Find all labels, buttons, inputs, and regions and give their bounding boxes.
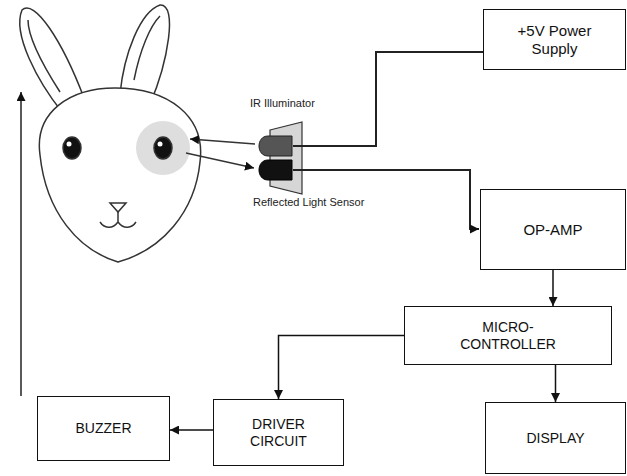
eye-highlight	[136, 121, 190, 175]
power-supply-box: +5V Power Supply	[483, 9, 626, 70]
box-label: MICRO- CONTROLLER	[446, 319, 571, 353]
microcontroller-box: MICRO- CONTROLLER	[404, 306, 612, 365]
ir-led	[259, 136, 292, 156]
rabbit-mouth	[100, 212, 136, 227]
reflected-ray	[186, 153, 254, 168]
box-label: BUZZER	[76, 420, 132, 437]
buzzer-box: BUZZER	[37, 396, 170, 461]
signal-arrow	[555, 365, 557, 402]
driver-circuit-box: DRIVER CIRCUIT	[213, 399, 344, 466]
eye-glint	[158, 142, 163, 147]
rabbit-eye	[63, 137, 81, 159]
eye-glint	[67, 142, 72, 147]
box-label: OP-AMP	[523, 221, 582, 239]
part-label: IR Illuminator	[250, 97, 315, 109]
rabbit-head	[20, 5, 201, 262]
rabbit-ear-inner	[134, 16, 160, 80]
sensor-unit	[259, 122, 302, 194]
signal-arrow	[552, 270, 554, 306]
op-amp-box: OP-AMP	[480, 189, 626, 270]
feedback-arrow	[20, 92, 22, 396]
box-label: DRIVER CIRCUIT	[234, 416, 324, 450]
rabbit-eye	[154, 137, 172, 159]
display-box: DISPLAY	[485, 402, 626, 474]
signal-arrow	[279, 336, 405, 400]
box-label: +5V Power Supply	[500, 22, 610, 58]
light-ray	[190, 139, 255, 144]
rabbit-ear-inner	[28, 20, 60, 92]
sensor-bracket	[270, 122, 302, 194]
box-label: DISPLAY	[526, 430, 584, 447]
rabbit-nose	[110, 203, 126, 212]
part-label: Reflected Light Sensor	[253, 196, 364, 208]
signal-arrow	[170, 429, 213, 431]
light-sensor	[259, 160, 292, 180]
power-wire	[293, 52, 483, 146]
rabbit-face	[39, 88, 200, 262]
